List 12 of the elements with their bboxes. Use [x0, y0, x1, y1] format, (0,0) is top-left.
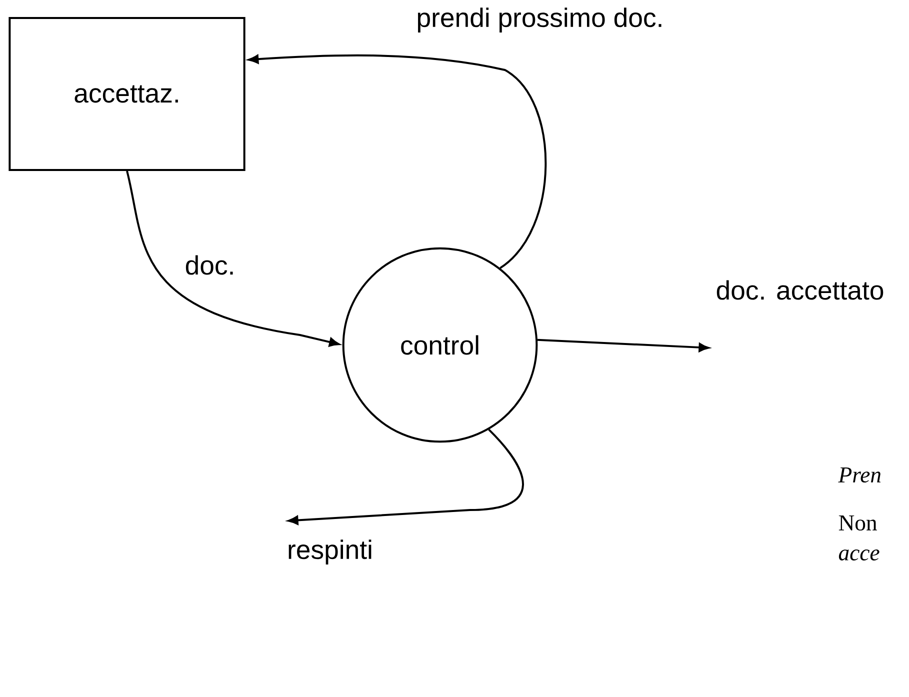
edge-label: doc. accettato	[714, 278, 886, 302]
arrow	[126, 170, 340, 347]
edge-label: doc.	[183, 254, 237, 276]
entity-box: accettaz.	[8, 17, 246, 171]
arrow	[538, 338, 710, 352]
arrow	[288, 428, 524, 525]
note-text: Pren	[838, 467, 881, 483]
arrow	[248, 54, 547, 269]
note-text: Non	[838, 515, 877, 531]
edge-label: respinti	[286, 538, 374, 566]
edge-label: prendi prossimo doc.	[414, 6, 666, 34]
note-text: acce	[838, 550, 880, 560]
